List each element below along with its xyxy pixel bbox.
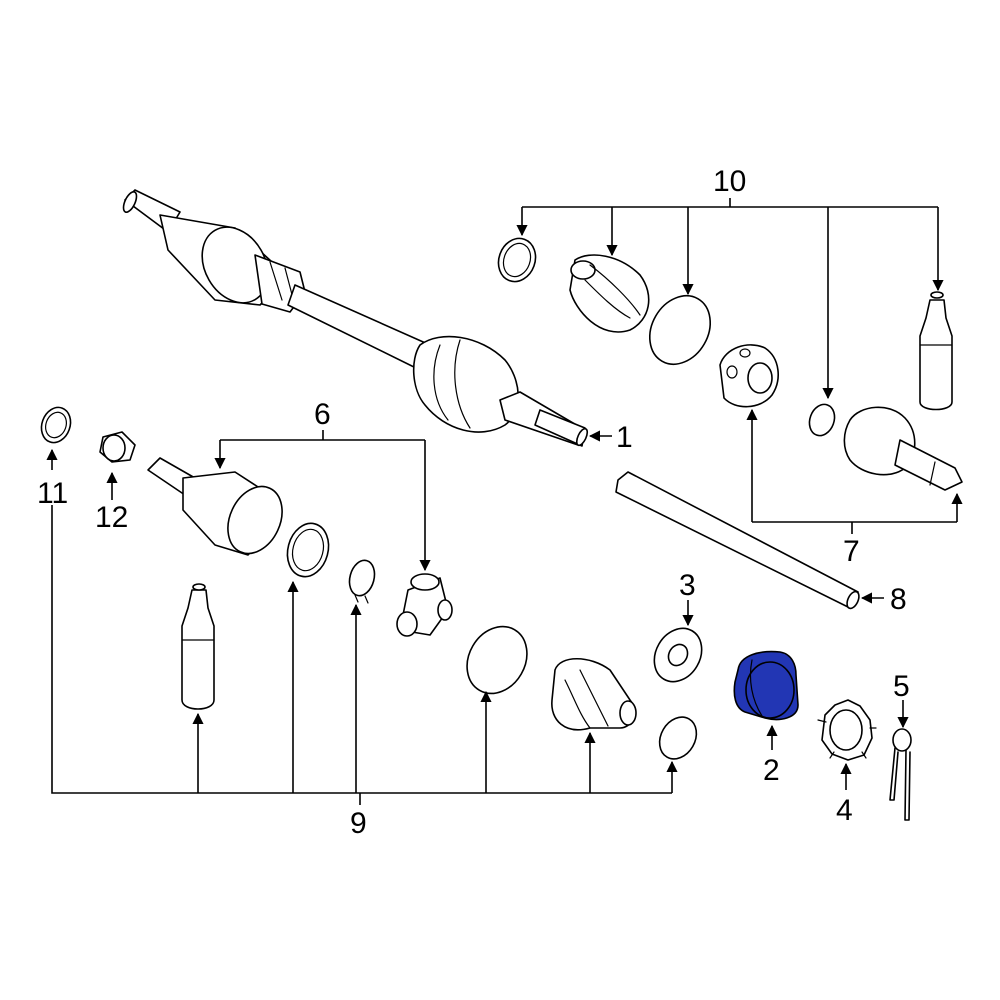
callout-8[interactable]: 8 (890, 583, 907, 616)
callout-6[interactable]: 6 (314, 398, 331, 431)
small-clamp-9[interactable] (652, 710, 703, 765)
callout-9[interactable]: 9 (350, 807, 367, 840)
leader-lines (46, 198, 963, 805)
axle-bar-shaft-8[interactable] (615, 471, 861, 610)
highlighted-hub-cap-2[interactable] (733, 650, 799, 721)
tripod-spider-6[interactable] (396, 573, 453, 637)
callout-1[interactable]: 1 (616, 421, 633, 454)
nut-retainer-4[interactable] (817, 699, 877, 761)
outer-boot-10[interactable] (569, 254, 650, 333)
callout-7[interactable]: 7 (843, 535, 860, 568)
snap-ring-9a[interactable] (282, 519, 335, 582)
callout-3[interactable]: 3 (679, 569, 696, 602)
grease-tube-9[interactable] (181, 583, 215, 710)
snap-ring-10b[interactable] (805, 401, 838, 439)
axle-shaft-assembly[interactable] (121, 189, 590, 447)
inner-cv-housing-6[interactable] (147, 457, 292, 562)
inner-boot-9[interactable] (551, 658, 637, 731)
boot-clamp-9[interactable] (455, 616, 538, 705)
outer-cv-joint-7[interactable] (843, 406, 963, 491)
callout-4[interactable]: 4 (836, 794, 853, 827)
callout-5[interactable]: 5 (893, 670, 910, 703)
grease-tube-10[interactable] (919, 291, 953, 411)
outer-cv-race-7[interactable] (719, 344, 779, 408)
boot-clamp-10[interactable] (638, 285, 722, 375)
washer-3[interactable] (645, 620, 711, 690)
circlip-9b[interactable] (346, 558, 378, 604)
callout-11[interactable]: 11 (37, 477, 68, 510)
retaining-ring-10a[interactable] (493, 233, 542, 287)
snap-ring-11[interactable] (37, 403, 76, 446)
cotter-pin-5[interactable] (889, 728, 912, 821)
bushing-12[interactable] (99, 431, 136, 463)
callout-labels: 1 2 3 4 5 6 7 8 9 10 11 12 (37, 165, 910, 840)
callout-10[interactable]: 10 (713, 165, 746, 198)
callout-2[interactable]: 2 (763, 754, 780, 787)
callout-12[interactable]: 12 (95, 501, 128, 534)
